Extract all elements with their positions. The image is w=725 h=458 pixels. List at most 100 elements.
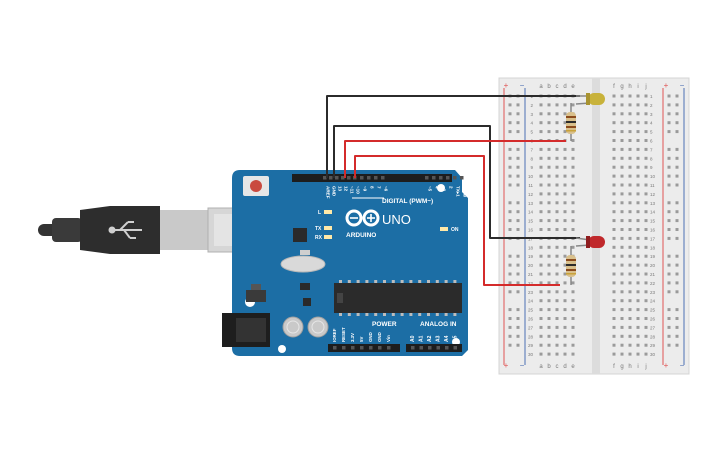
wire-pin12[interactable] (344, 140, 566, 178)
breadboard-hole[interactable] (547, 281, 551, 285)
breadboard-hole[interactable] (636, 245, 640, 249)
rail-hole[interactable] (508, 174, 512, 178)
rail-hole[interactable] (508, 112, 512, 116)
breadboard-hole[interactable] (620, 103, 624, 107)
breadboard-hole[interactable] (555, 290, 559, 294)
breadboard-hole[interactable] (636, 325, 640, 329)
breadboard-hole[interactable] (563, 317, 567, 320)
breadboard-hole[interactable] (571, 139, 575, 142)
breadboard-hole[interactable] (539, 210, 543, 214)
breadboard-hole[interactable] (555, 201, 559, 205)
rail-hole[interactable] (516, 174, 520, 178)
breadboard-hole[interactable] (547, 183, 551, 187)
breadboard-hole[interactable] (620, 325, 624, 329)
breadboard-hole[interactable] (636, 103, 640, 107)
breadboard-hole[interactable] (547, 156, 551, 160)
digital-pin-hole[interactable] (367, 176, 371, 180)
rail-hole[interactable] (667, 156, 671, 160)
breadboard-hole[interactable] (571, 299, 575, 303)
breadboard-hole[interactable] (612, 94, 616, 98)
rail-hole[interactable] (516, 334, 520, 338)
breadboard-hole[interactable] (620, 299, 624, 303)
breadboard-hole[interactable] (539, 317, 543, 320)
breadboard-hole[interactable] (563, 112, 567, 116)
breadboard-hole[interactable] (539, 192, 543, 196)
breadboard-hole[interactable] (636, 121, 640, 125)
digital-pin-hole[interactable] (453, 176, 457, 180)
breadboard-hole[interactable] (539, 343, 543, 347)
breadboard-hole[interactable] (547, 325, 551, 329)
breadboard-hole[interactable] (555, 219, 559, 223)
breadboard-hole[interactable] (644, 245, 648, 249)
breadboard-hole[interactable] (539, 147, 543, 151)
breadboard-hole[interactable] (539, 219, 543, 223)
rail-hole[interactable] (516, 219, 520, 223)
breadboard-hole[interactable] (644, 290, 648, 294)
rail-hole[interactable] (675, 228, 679, 231)
breadboard-hole[interactable] (612, 352, 616, 356)
breadboard-hole[interactable] (628, 254, 632, 258)
rail-hole[interactable] (675, 210, 679, 214)
breadboard-hole[interactable] (555, 281, 559, 285)
rail-hole[interactable] (667, 219, 671, 223)
breadboard-hole[interactable] (555, 103, 559, 107)
breadboard-hole[interactable] (628, 317, 632, 320)
rail-hole[interactable] (508, 130, 512, 134)
rail-hole[interactable] (516, 272, 520, 276)
breadboard-hole[interactable] (555, 183, 559, 187)
breadboard-hole[interactable] (612, 219, 616, 223)
breadboard-hole[interactable] (563, 121, 567, 125)
breadboard-hole[interactable] (555, 308, 559, 312)
breadboard-hole[interactable] (612, 165, 616, 169)
breadboard-hole[interactable] (620, 165, 624, 169)
breadboard-hole[interactable] (620, 254, 624, 258)
breadboard-hole[interactable] (555, 352, 559, 356)
breadboard-hole[interactable] (571, 245, 575, 249)
breadboard-hole[interactable] (612, 201, 616, 205)
breadboard-hole[interactable] (563, 325, 567, 329)
rail-hole[interactable] (667, 308, 671, 312)
breadboard-hole[interactable] (644, 281, 648, 285)
breadboard-hole[interactable] (644, 210, 648, 214)
breadboard-hole[interactable] (547, 130, 551, 134)
breadboard-hole[interactable] (644, 147, 648, 151)
breadboard-hole[interactable] (571, 147, 575, 151)
breadboard-hole[interactable] (636, 210, 640, 214)
breadboard-hole[interactable] (620, 308, 624, 312)
breadboard-hole[interactable] (547, 121, 551, 125)
breadboard-hole[interactable] (555, 174, 559, 178)
rail-hole[interactable] (508, 183, 512, 187)
breadboard-hole[interactable] (547, 147, 551, 151)
breadboard-hole[interactable] (620, 156, 624, 160)
breadboard-hole[interactable] (636, 308, 640, 312)
digital-pin-hole[interactable] (432, 176, 436, 180)
breadboard-hole[interactable] (628, 299, 632, 303)
breadboard-hole[interactable] (555, 254, 559, 258)
breadboard-hole[interactable] (563, 263, 567, 267)
breadboard-hole[interactable] (636, 281, 640, 285)
power-pin-hole[interactable] (342, 346, 346, 350)
breadboard-hole[interactable] (612, 139, 616, 142)
rail-hole[interactable] (508, 343, 512, 347)
rail-hole[interactable] (675, 165, 679, 169)
breadboard-hole[interactable] (547, 219, 551, 223)
breadboard-hole[interactable] (620, 183, 624, 187)
breadboard-hole[interactable] (636, 156, 640, 160)
rail-hole[interactable] (508, 308, 512, 312)
digital-pin-hole[interactable] (439, 176, 443, 180)
breadboard-hole[interactable] (571, 183, 575, 187)
rail-hole[interactable] (667, 317, 671, 320)
analog-pin-hole[interactable] (445, 346, 449, 350)
rail-hole[interactable] (516, 147, 520, 151)
breadboard-hole[interactable] (547, 290, 551, 294)
rail-hole[interactable] (508, 281, 512, 285)
rail-hole[interactable] (508, 325, 512, 329)
digital-pin-hole[interactable] (360, 176, 364, 180)
digital-pin-hole[interactable] (460, 176, 464, 180)
breadboard-hole[interactable] (563, 103, 567, 107)
breadboard-hole[interactable] (547, 103, 551, 107)
breadboard-hole[interactable] (555, 130, 559, 134)
breadboard-hole[interactable] (563, 228, 567, 231)
breadboard-hole[interactable] (620, 174, 624, 178)
